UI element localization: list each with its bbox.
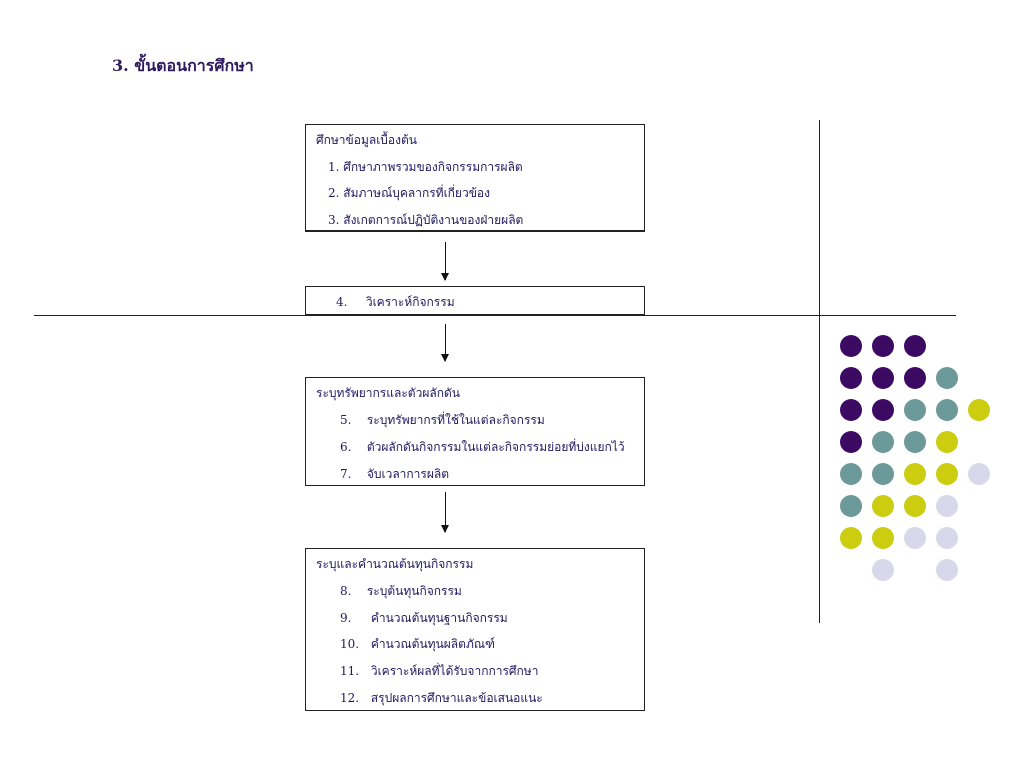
dot-teal bbox=[872, 431, 894, 453]
dot-lavender bbox=[936, 527, 958, 549]
horizontal-divider bbox=[34, 315, 956, 316]
list-item: 2. สัมภาษณ์บุคลากรที่เกี่ยวข้อง bbox=[328, 184, 490, 203]
item-number: 1. bbox=[328, 160, 340, 174]
dot-teal bbox=[936, 399, 958, 421]
dot-lavender bbox=[904, 527, 926, 549]
dot-lavender bbox=[968, 463, 990, 485]
dot-purple bbox=[840, 399, 862, 421]
dot-yellow bbox=[872, 495, 894, 517]
dot-yellow bbox=[936, 431, 958, 453]
dot-yellow bbox=[904, 463, 926, 485]
item-text: วิเคราะห์กิจกรรม bbox=[365, 295, 455, 309]
flow-arrow bbox=[441, 242, 449, 281]
item-text: จับเวลาการผลิต bbox=[366, 467, 450, 481]
dot-lavender bbox=[936, 559, 958, 581]
dot-yellow bbox=[968, 399, 990, 421]
dot-purple bbox=[840, 367, 862, 389]
step-box-resources-drivers: ระบุทรัพยากรและตัวผลักดัน 5. ระบุทรัพยาก… bbox=[305, 377, 645, 486]
item-text: ระบุต้นทุนกิจกรรม bbox=[366, 584, 462, 598]
page-title: 3. ขั้นตอนการศึกษา bbox=[112, 56, 254, 75]
step-box-cost-calculation: ระบุและคำนวณต้นทุนกิจกรรม 8. ระบุต้นทุนก… bbox=[305, 548, 645, 711]
item-number: 7. bbox=[340, 467, 352, 481]
list-item: 4. วิเคราะห์กิจกรรม bbox=[336, 293, 455, 312]
dot-yellow bbox=[936, 463, 958, 485]
item-number: 9. bbox=[340, 611, 352, 625]
list-item: 7. จับเวลาการผลิต bbox=[340, 465, 449, 484]
dot-purple bbox=[872, 399, 894, 421]
item-text: สังเกตการณ์ปฏิบัติงานของฝ่ายผลิต bbox=[343, 213, 524, 227]
item-number: 3. bbox=[328, 213, 340, 227]
item-number: 2. bbox=[328, 186, 340, 200]
list-item: 1. ศึกษาภาพรวมของกิจกรรมการผลิต bbox=[328, 158, 523, 177]
dot-purple bbox=[872, 367, 894, 389]
list-item: 5. ระบุทรัพยากรที่ใช้ในแต่ละกิจกรรม bbox=[340, 411, 545, 430]
dot-teal bbox=[904, 399, 926, 421]
item-text: คำนวณต้นทุนฐานกิจกรรม bbox=[370, 611, 508, 625]
dot-teal bbox=[904, 431, 926, 453]
dot-purple bbox=[904, 335, 926, 357]
dot-purple bbox=[872, 335, 894, 357]
list-item: 3. สังเกตการณ์ปฏิบัติงานของฝ่ายผลิต bbox=[328, 211, 523, 230]
item-number: 12. bbox=[340, 691, 360, 705]
dot-lavender bbox=[936, 495, 958, 517]
item-number: 8. bbox=[340, 584, 352, 598]
item-text: คำนวณต้นทุนผลิตภัณฑ์ bbox=[370, 637, 495, 651]
step-box-activity-analysis: 4. วิเคราะห์กิจกรรม bbox=[305, 286, 645, 315]
item-text: วิเคราะห์ผลที่ได้รับจากการศึกษา bbox=[370, 664, 539, 678]
dot-yellow bbox=[904, 495, 926, 517]
list-item: 6. ตัวผลักดันกิจกรรมในแต่ละกิจกรรมย่อยที… bbox=[340, 438, 625, 457]
item-number: 10. bbox=[340, 637, 360, 651]
dot-purple bbox=[904, 367, 926, 389]
dot-teal bbox=[840, 495, 862, 517]
box-heading: ศึกษาข้อมูลเบื้องต้น bbox=[316, 133, 417, 147]
dot-teal bbox=[840, 463, 862, 485]
flow-arrow bbox=[441, 492, 449, 533]
dot-purple bbox=[840, 335, 862, 357]
list-item: 11. วิเคราะห์ผลที่ได้รับจากการศึกษา bbox=[340, 662, 538, 681]
item-number: 6. bbox=[340, 440, 352, 454]
list-item: 9. คำนวณต้นทุนฐานกิจกรรม bbox=[340, 609, 508, 628]
box-heading: ระบุและคำนวณต้นทุนกิจกรรม bbox=[316, 557, 474, 571]
list-item: 8. ระบุต้นทุนกิจกรรม bbox=[340, 582, 462, 601]
flow-arrow bbox=[441, 324, 449, 362]
dot-purple bbox=[840, 431, 862, 453]
vertical-divider bbox=[819, 120, 820, 623]
item-text: ศึกษาภาพรวมของกิจกรรมการผลิต bbox=[343, 160, 523, 174]
item-text: สรุปผลการศึกษาและข้อเสนอแนะ bbox=[370, 691, 543, 705]
box-heading: ระบุทรัพยากรและตัวผลักดัน bbox=[316, 386, 460, 400]
list-item: 10. คำนวณต้นทุนผลิตภัณฑ์ bbox=[340, 635, 495, 654]
dot-teal bbox=[936, 367, 958, 389]
item-text: สัมภาษณ์บุคลากรที่เกี่ยวข้อง bbox=[343, 186, 490, 200]
item-number: 4. bbox=[336, 295, 348, 309]
list-item: 12. สรุปผลการศึกษาและข้อเสนอแนะ bbox=[340, 689, 543, 708]
item-text: ระบุทรัพยากรที่ใช้ในแต่ละกิจกรรม bbox=[366, 413, 545, 427]
dot-yellow bbox=[840, 527, 862, 549]
dot-yellow bbox=[872, 527, 894, 549]
step-box-preliminary-study: ศึกษาข้อมูลเบื้องต้น 1. ศึกษาภาพรวมของกิ… bbox=[305, 124, 645, 232]
item-text: ตัวผลักดันกิจกรรมในแต่ละกิจกรรมย่อยที่บ่… bbox=[366, 440, 625, 454]
item-number: 5. bbox=[340, 413, 352, 427]
item-number: 11. bbox=[340, 664, 360, 678]
dot-lavender bbox=[872, 559, 894, 581]
dot-teal bbox=[872, 463, 894, 485]
